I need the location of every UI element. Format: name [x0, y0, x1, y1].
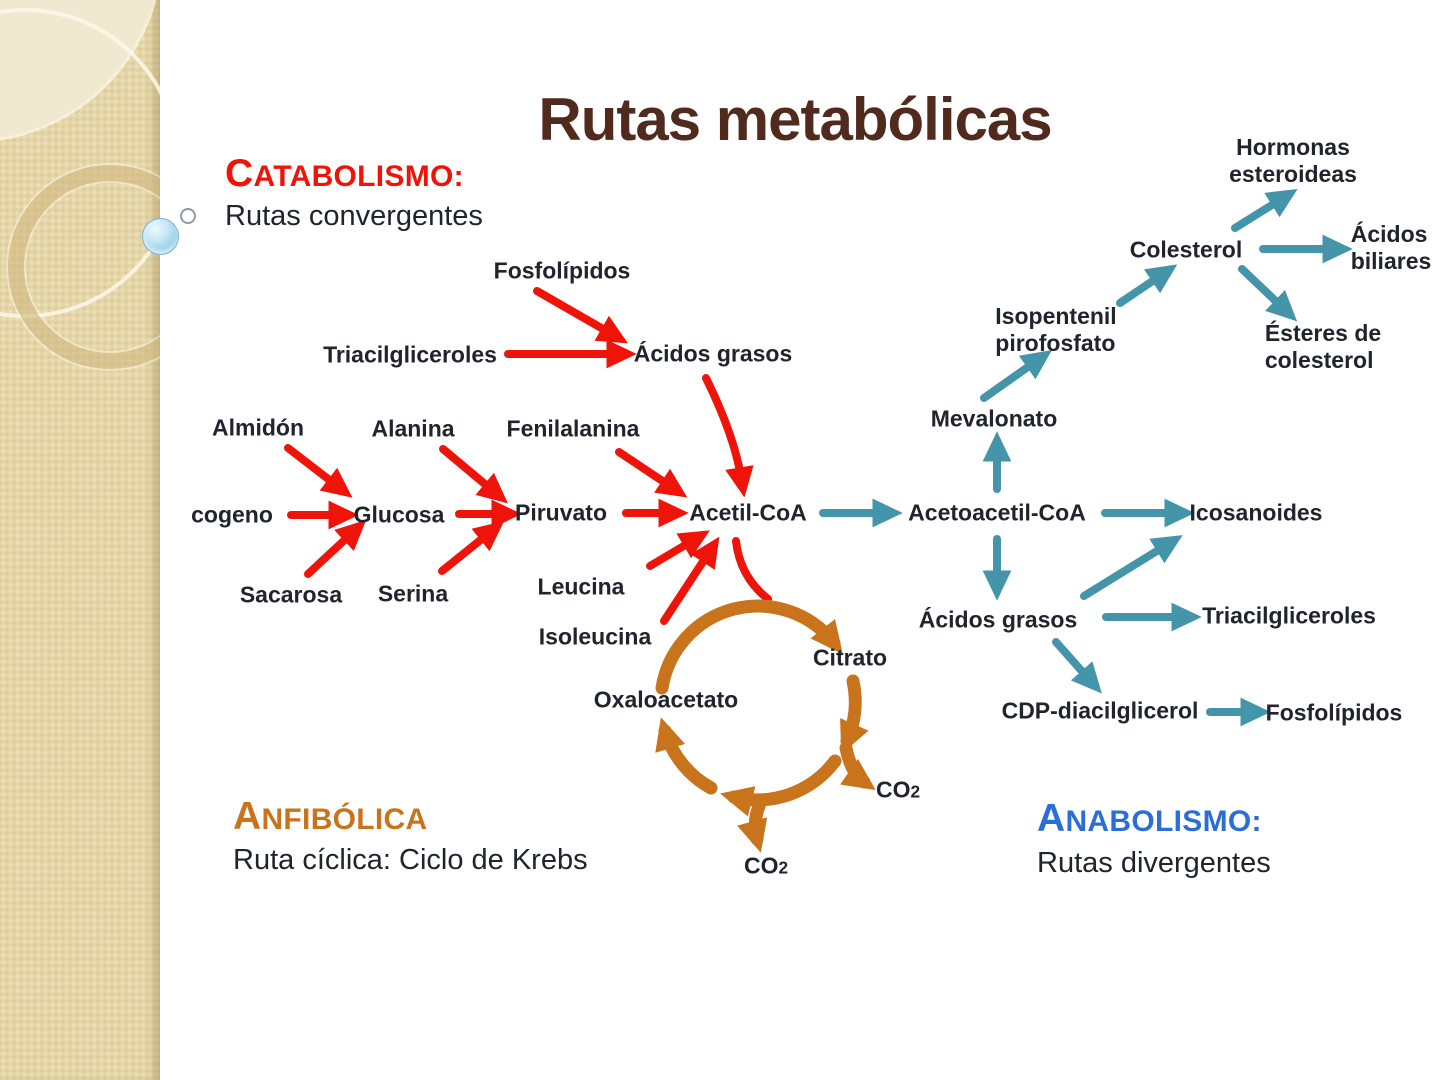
node-acetil-coa: Acetil-CoA [689, 499, 807, 526]
node-co2-right: CO2 [875, 776, 921, 803]
node-alanina: Alanina [371, 415, 455, 442]
krebs-cycle-top-arc [655, 599, 843, 695]
edge-fenilalanina-to-acetil-coa [615, 448, 688, 498]
node-glucosa: Glucosa [353, 501, 445, 528]
edge-serina-to-piruvato [438, 520, 505, 575]
anfibolica-subheading: Ruta cíclica: Ciclo de Krebs [233, 844, 588, 876]
node-acetoacetil-coa: Acetoacetil-CoA [908, 499, 1086, 526]
catabolismo-subheading: Rutas convergentes [225, 200, 483, 232]
node-esteres-de-colesterol: Ésteres de colesterol [1264, 319, 1382, 373]
page-title: Rutas metabólicas [538, 86, 1052, 153]
edge-leucina-to-acetil-coa [646, 530, 710, 570]
sidebar-decoration [0, 0, 160, 1080]
node-co2-bottom: CO2 [743, 852, 789, 879]
node-acidos-biliares: Ácidos biliares [1350, 220, 1432, 274]
edge-mevalonato-to-isopentenil-pirofosfato [980, 350, 1052, 402]
edge-colesterol-to-esteres-de-colesterol [1238, 265, 1298, 322]
node-almidon: Almidón [212, 414, 304, 441]
node-leucina: Leucina [537, 573, 625, 600]
anabolismo-heading: ANABOLISMO: [1037, 797, 1262, 840]
edge-isoleucina-to-acetil-coa [660, 536, 720, 625]
edge-acetil-coa-to-krebs-cycle [732, 537, 772, 603]
krebs-cycle-left-arc [655, 717, 718, 795]
node-colesterol: Colesterol [1129, 236, 1243, 263]
edge-fosfolipidos-cat-to-acidos-grasos-cat [533, 287, 629, 344]
node-citrato: Citrato [812, 644, 888, 671]
edge-isopentenil-pirofosfato-to-colesterol [1116, 264, 1178, 307]
krebs-cycle-bottom-arc [720, 754, 842, 817]
edge-acidos-grasos-ana-to-cdp-diacilglicerol [1052, 638, 1102, 694]
node-acidos-grasos-cat: Ácidos grasos [633, 340, 793, 367]
edge-acidos-grasos-ana-to-icosanoides [1080, 535, 1183, 600]
node-mevalonato: Mevalonato [930, 405, 1058, 432]
edge-alanina-to-piruvato [439, 445, 508, 504]
krebs-cycle-right-arc [840, 674, 869, 755]
node-fosfolipidos-cat: Fosfolípidos [493, 257, 631, 284]
glossy-bubble-decoration [142, 218, 179, 255]
node-serina: Serina [377, 580, 449, 607]
node-icosanoides: Icosanoides [1189, 499, 1323, 526]
node-isoleucina: Isoleucina [538, 623, 652, 650]
small-circle-decoration [180, 208, 196, 224]
edge-acidos-grasos-cat-to-acetil-coa [702, 374, 754, 498]
krebs-cycle-co2-bottom-branch [737, 794, 768, 853]
node-hormonas-esteroideas: Hormonas esteroideas [1229, 133, 1357, 187]
anabolismo-subheading: Rutas divergentes [1037, 847, 1271, 879]
node-acidos-grasos-ana: Ácidos grasos [918, 606, 1078, 633]
node-glucogeno: cogeno [191, 501, 273, 528]
edge-colesterol-to-hormonas-esteroideas [1231, 189, 1298, 232]
node-isopentenil-pirofosfato: Isopentenil pirofosfato [995, 302, 1117, 356]
node-oxaloacetato: Oxaloacetato [593, 686, 739, 713]
edge-almidon-to-glucosa [284, 444, 353, 498]
node-triacilgliceroles-ana: Triacilgliceroles [1202, 602, 1376, 629]
node-cdp-diacilglicerol: CDP-diacilglicerol [1001, 697, 1199, 724]
node-sacarosa: Sacarosa [239, 581, 343, 608]
anfibolica-heading: ANFIBÓLICA [233, 795, 428, 838]
node-fenilalanina: Fenilalanina [506, 415, 640, 442]
krebs-cycle-co2-right-branch [839, 741, 876, 791]
node-fosfolipidos-ana: Fosfolípidos [1265, 699, 1403, 726]
edge-sacarosa-to-glucosa [304, 519, 367, 578]
catabolismo-heading: CATABOLISMO: [225, 152, 464, 195]
node-piruvato: Piruvato [514, 499, 608, 526]
node-triacilgliceroles-cat: Triacilgliceroles [323, 341, 497, 368]
